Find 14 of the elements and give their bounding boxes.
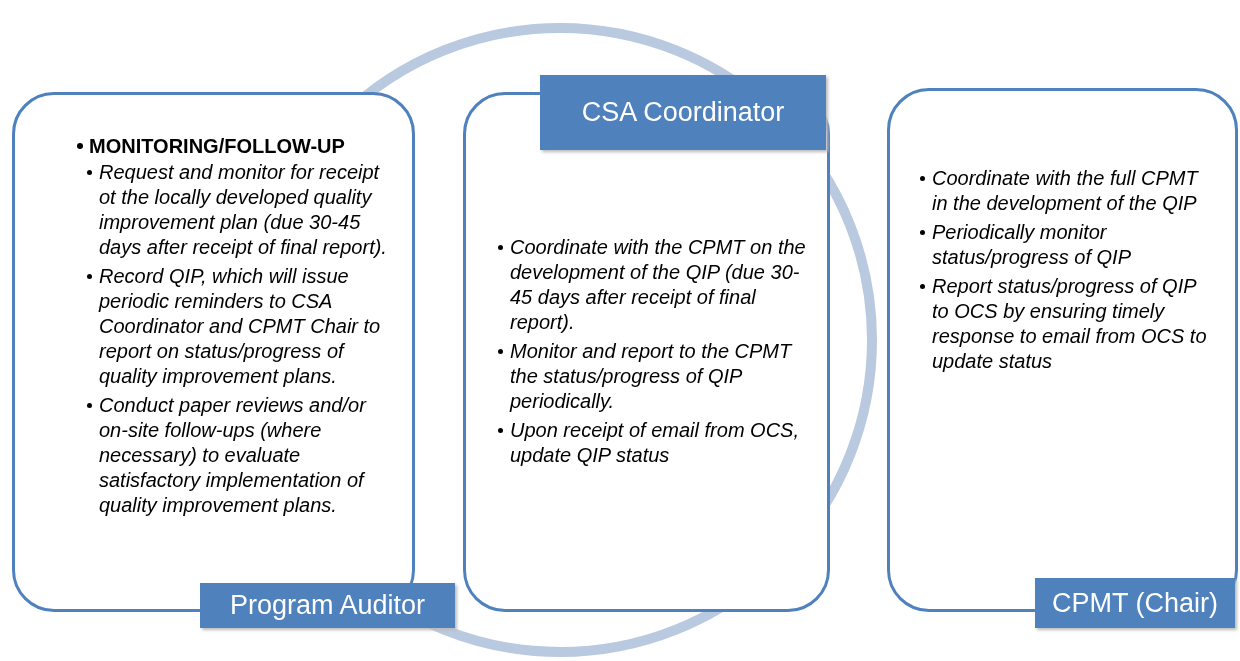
bullet-text: Record QIP, which will issue periodic reminders to CSA Coordinator and CPMT Chair to report on status/progress of quality improvement plans. [99,265,381,387]
bullet-text: Upon receipt of email from OCS, update QIP status [510,419,799,466]
role-label: CSA Coordinator [540,75,826,150]
bullet-text: Monitor and report to the CPMT the status/progress of QIP periodically. [510,340,792,412]
bullet-text: Periodically monitor status/progress of QIP [932,221,1131,268]
section-heading: MONITORING/FOLLOW-UP [89,135,345,157]
bullet-text: Request and monitor for receipt ot the locally developed quality improvement plan (due 30-45 days after receipt of final report). [99,161,387,258]
bullet-text: Report status/progress of QIP to OCS by ensuring timely response to email from OCS to update status [932,275,1207,372]
role-label: Program Auditor [200,583,455,628]
bullet-text: Coordinate with the full CPMT in the development of the QIP [932,167,1198,214]
bullet-text: Conduct paper reviews and/or on-site follow-ups (where necessary) to evaluate satisfactory implementation of quality improvement plans. [99,394,366,516]
role-card [463,92,830,612]
role-label: CPMT (Chair) [1035,578,1235,628]
bullet-text: Coordinate with the CPMT on the development of the QIP (due 30-45 days after receipt of final report). [510,236,806,333]
